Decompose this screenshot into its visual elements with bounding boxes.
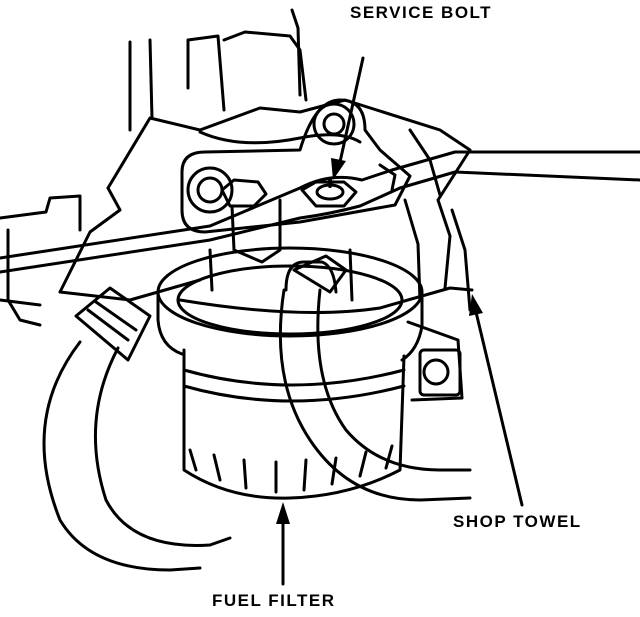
fuel-filter-arrowhead <box>276 502 290 524</box>
service-bolt-leader <box>338 56 365 164</box>
shop-towel-label: SHOP TOWEL <box>453 512 582 531</box>
service-bolt-arrowhead <box>331 158 346 180</box>
fuel-filter-label: FUEL FILTER <box>212 591 336 610</box>
shop-towel-arrowhead <box>469 294 483 316</box>
leader-arrows <box>276 56 524 586</box>
filter-bracket <box>180 98 464 402</box>
fuel-filter-drawing <box>156 246 424 500</box>
wrench-drawing <box>0 150 640 274</box>
shop-towel-drawing <box>58 98 474 314</box>
fuel-hoses-drawing <box>42 254 472 572</box>
shop-towel-leader <box>474 310 524 507</box>
service-bolt-label: SERVICE BOLT <box>350 3 493 22</box>
